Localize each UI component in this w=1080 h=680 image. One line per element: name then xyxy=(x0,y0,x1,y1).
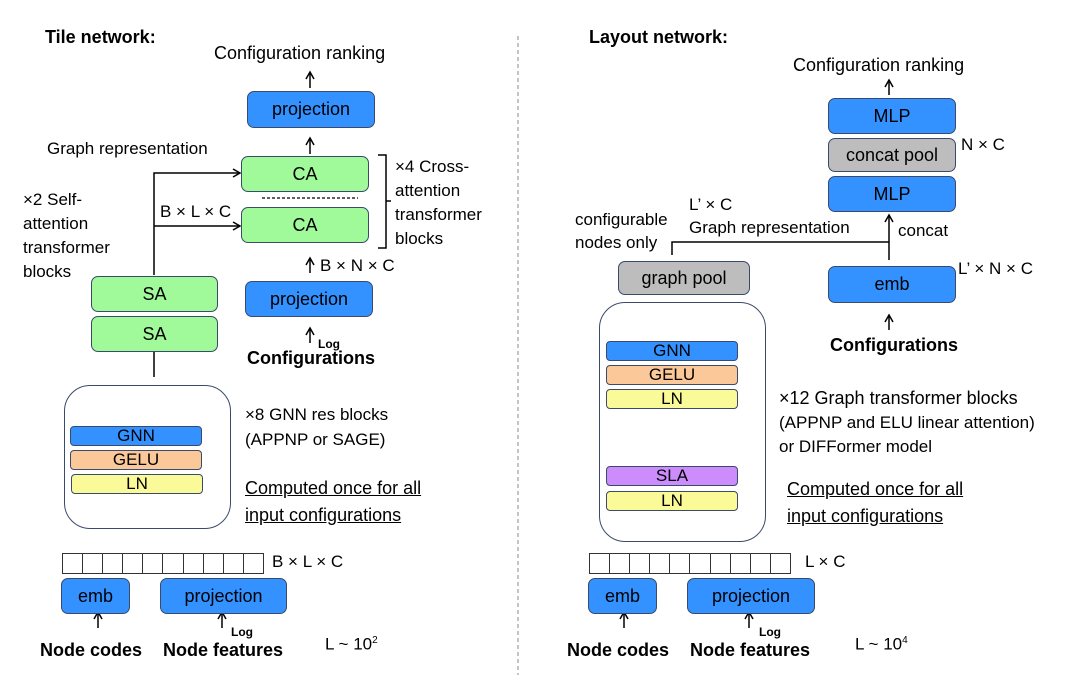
tile-sa-note: ×2 Self- attention transformer blocks xyxy=(23,190,110,281)
layout-concat-label: concat xyxy=(898,221,949,240)
tile-gnn-note-2: (APPNP or SAGE) xyxy=(245,430,386,449)
layout-sequence-label: L × C xyxy=(805,552,846,571)
layout-emb-box: emb xyxy=(588,578,657,614)
tile-graph-representation-label: Graph representation xyxy=(47,139,208,158)
layout-ln-layer-2: LN xyxy=(606,491,738,511)
layout-computed-note-1: Computed once for all xyxy=(787,479,964,499)
layout-node-features-label: Node features xyxy=(690,640,811,660)
tile-sa-block-1: SA xyxy=(91,276,218,312)
tile-ca-note: ×4 Cross- attention transformer blocks xyxy=(395,157,482,248)
tile-ca-block-1: CA xyxy=(241,156,369,192)
layout-sla-layer: SLA xyxy=(606,466,738,486)
layout-l-scale: L ~ 104 xyxy=(855,634,908,654)
layout-configurations-label: Configurations xyxy=(830,335,958,355)
tile-node-codes-label: Node codes xyxy=(40,640,143,660)
tile-gnn-layer: GNN xyxy=(70,426,202,446)
layout-gelu-layer: GELU xyxy=(606,365,738,385)
tile-node-features-label: Node features xyxy=(163,640,284,660)
tile-computed-note-2: input configurations xyxy=(245,505,402,525)
tile-top-projection: projection xyxy=(247,91,375,128)
tile-title: Tile network: xyxy=(45,27,156,47)
layout-config-emb: emb xyxy=(828,266,956,303)
tile-config-projection: projection xyxy=(245,281,373,317)
layout-nc-label: N × C xyxy=(961,135,1005,154)
tile-l-scale: L ~ 102 xyxy=(325,634,378,654)
layout-lc-prime-label: L’ × C xyxy=(689,195,733,214)
tile-sa-block-2: SA xyxy=(91,316,218,352)
layout-block-note-3: or DIFFormer model xyxy=(779,437,933,456)
layout-configurable-note-2: nodes only xyxy=(575,233,658,252)
tile-ln-layer: LN xyxy=(71,474,203,494)
layout-output-label: Configuration ranking xyxy=(793,55,965,75)
layout-graph-representation-label: Graph representation xyxy=(689,218,850,237)
tile-gnn-note-1: ×8 GNN res blocks xyxy=(245,405,389,424)
tile-bnc-label: B × N × C xyxy=(320,256,395,275)
tile-node-sequence xyxy=(62,553,264,574)
tile-gelu-layer: GELU xyxy=(70,450,202,470)
tile-projection-box: projection xyxy=(160,578,287,614)
tile-emb-box: emb xyxy=(61,578,130,614)
layout-lnc-label: L’ × N × C xyxy=(958,259,1033,278)
layout-computed-note-2: input configurations xyxy=(787,506,944,526)
layout-block-note-1: ×12 Graph transformer blocks xyxy=(779,388,1018,408)
tile-computed-note-1: Computed once for all xyxy=(245,478,422,498)
layout-node-sequence xyxy=(589,553,791,574)
layout-node-codes-label: Node codes xyxy=(567,640,670,660)
layout-features-log-label: Log xyxy=(759,625,781,639)
layout-title: Layout network: xyxy=(589,27,729,47)
tile-ca-block-2: CA xyxy=(241,207,369,243)
layout-concat-pool: concat pool xyxy=(828,138,956,172)
layout-mlp-top: MLP xyxy=(828,98,956,134)
layout-ln-layer-1: LN xyxy=(606,389,738,409)
tile-configurations-label: Configurations xyxy=(247,348,375,368)
layout-mlp-bottom: MLP xyxy=(828,176,956,212)
tile-sequence-label: B × L × C xyxy=(272,552,344,571)
layout-configurable-note-1: configurable xyxy=(575,210,668,229)
layout-gnn-layer: GNN xyxy=(606,341,738,361)
tile-config-log-label: Log xyxy=(318,337,340,351)
tile-output-label: Configuration ranking xyxy=(214,43,386,63)
tile-blc-label: B × L × C xyxy=(160,202,232,221)
layout-graph-pool: graph pool xyxy=(618,261,750,295)
tile-features-log-label: Log xyxy=(231,625,253,639)
layout-projection-box: projection xyxy=(687,578,815,614)
layout-block-note-2: (APPNP and ELU linear attention) xyxy=(779,413,1035,432)
